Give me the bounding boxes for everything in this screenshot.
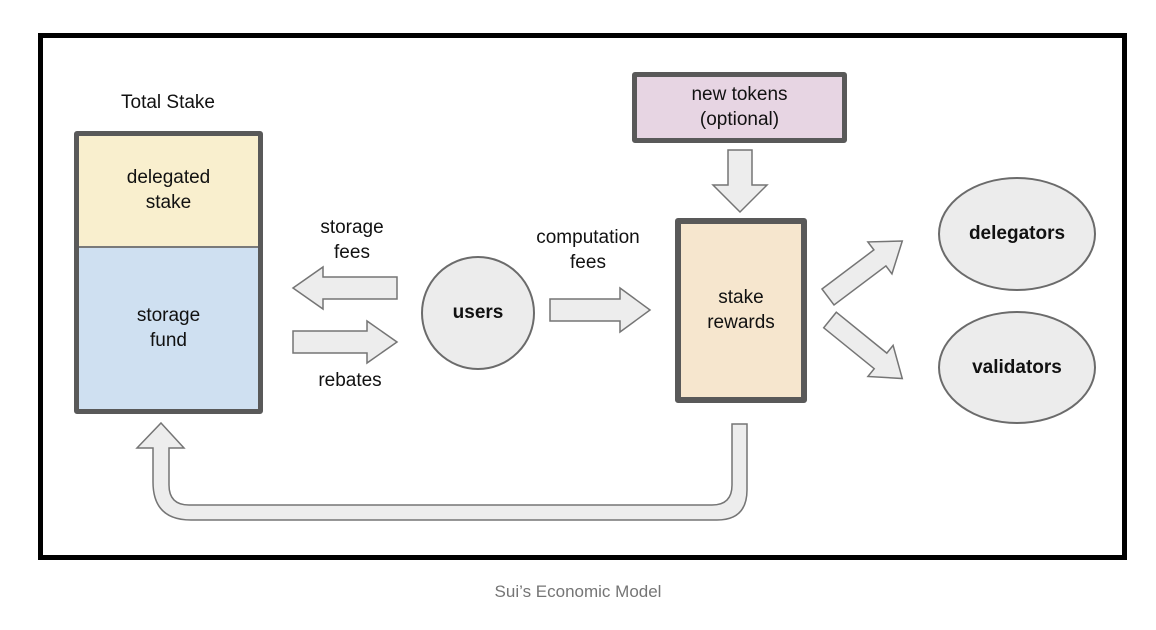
- users-node: users: [421, 256, 535, 370]
- validators-node: validators: [938, 311, 1096, 424]
- new-tokens-box: new tokens (optional): [632, 72, 847, 143]
- total-stake-title: Total Stake: [121, 92, 215, 113]
- diagram-caption: Sui’s Economic Model: [494, 582, 662, 601]
- storage-fees-label: storage fees: [320, 217, 384, 263]
- delegators-node: delegators: [938, 177, 1096, 291]
- storage-fund-section: storage fund: [79, 246, 258, 409]
- delegated-stake-section: delegated stake: [79, 136, 258, 246]
- total-stake-box: delegated stake storage fund: [74, 131, 263, 414]
- rebates-label: rebates: [318, 370, 382, 391]
- stake-rewards-box: stake rewards: [675, 218, 807, 403]
- computation-fees-label: computation fees: [536, 227, 640, 273]
